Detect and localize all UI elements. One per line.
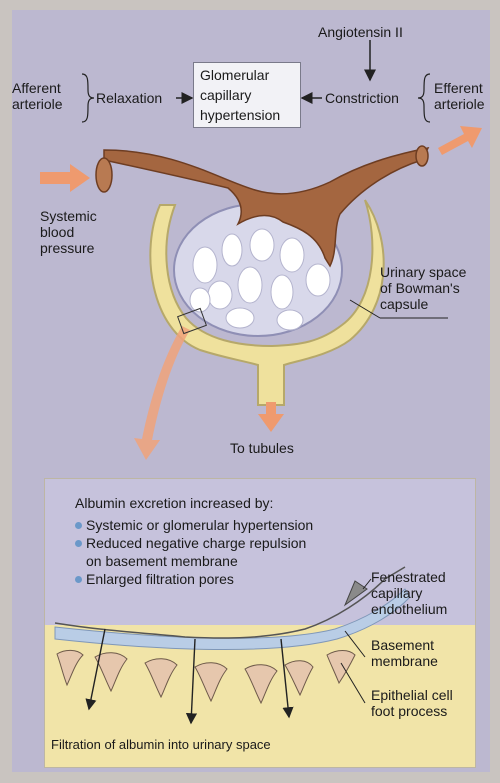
tubules-label: To tubules xyxy=(230,440,294,456)
box-line3: hypertension xyxy=(194,107,300,127)
basement-line1: Basement xyxy=(371,637,434,653)
glomerular-hypertension-box: Glomerular capillary hypertension xyxy=(193,62,301,128)
inset-bullet-2-cont: on basement membrane xyxy=(86,553,238,569)
afferent-label-line1: Afferent xyxy=(12,80,61,96)
urinary-label-line1: Urinary space xyxy=(380,264,466,280)
efferent-label-line2: arteriole xyxy=(434,96,485,112)
afferent-opening xyxy=(96,158,112,192)
inset-bullet-2: Reduced negative charge repulsion xyxy=(75,535,306,551)
systemic-arrow xyxy=(40,164,90,192)
efferent-opening xyxy=(416,146,428,166)
angiotensin-label: Angiotensin II xyxy=(318,24,403,40)
epithelial-leader xyxy=(341,663,365,703)
urinary-label-line2: of Bowman's xyxy=(380,280,460,296)
systemic-label-line3: pressure xyxy=(40,240,94,256)
inset-heading: Albumin excretion increased by: xyxy=(75,495,273,511)
epithelial-line1: Epithelial cell xyxy=(371,687,453,703)
fenestrated-leader xyxy=(363,579,371,589)
basement-line2: membrane xyxy=(371,653,438,669)
inset-bullet-1: Systemic or glomerular hypertension xyxy=(75,517,313,533)
constriction-label: Constriction xyxy=(325,90,399,106)
afferent-label-line2: arteriole xyxy=(12,96,63,112)
systemic-label-line2: blood xyxy=(40,224,74,240)
endothelium-cell xyxy=(345,581,367,605)
inset-bullet-3: Enlarged filtration pores xyxy=(75,571,234,587)
fenestrated-line1: Fenestrated xyxy=(371,569,446,585)
efferent-brace xyxy=(418,74,430,122)
filtration-arrow-3 xyxy=(281,639,289,717)
filtration-arrow-2 xyxy=(191,639,195,723)
efferent-label-line1: Efferent xyxy=(434,80,483,96)
basement-membrane-band xyxy=(55,589,410,650)
zoom-arrow xyxy=(134,326,190,460)
epithelial-line2: foot process xyxy=(371,703,447,719)
fenestrated-line3: endothelium xyxy=(371,601,447,617)
box-line2: capillary xyxy=(194,87,300,107)
inset-caption: Filtration of albumin into urinary space xyxy=(51,737,271,753)
tubules-arrow xyxy=(258,402,284,432)
fenestrated-line2: capillary xyxy=(371,585,422,601)
box-line1: Glomerular xyxy=(194,63,300,87)
afferent-brace xyxy=(82,74,94,122)
albumin-inset: Albumin excretion increased by: Systemic… xyxy=(44,478,476,768)
relaxation-label: Relaxation xyxy=(96,90,162,106)
urinary-label-line3: capsule xyxy=(380,296,428,312)
systemic-label-line1: Systemic xyxy=(40,208,97,224)
efferent-out-arrow xyxy=(438,126,482,155)
foot-processes xyxy=(57,650,355,703)
